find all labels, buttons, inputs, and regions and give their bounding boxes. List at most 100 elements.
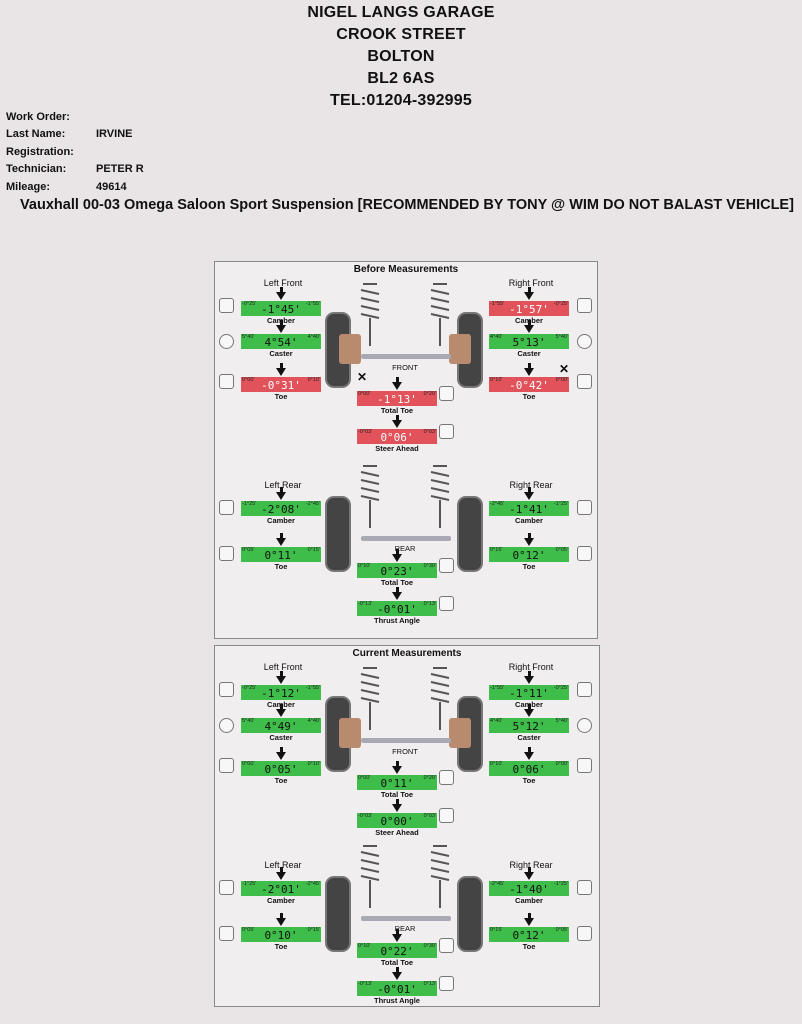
before-rear-left-wheel-icon xyxy=(325,496,351,572)
current-total-toe-gauge-caption: Total Toe xyxy=(380,790,414,799)
before-left-front-label: Left Front xyxy=(263,278,303,288)
before-rf-toe-gauge-pointer-icon xyxy=(524,363,534,376)
current-lf-camber-gauge-bar: -0°25' -1°55' -1°12' xyxy=(241,685,321,700)
current-rr-toe-gauge-bar: 0°15' 0°05' 0°12' xyxy=(489,927,569,942)
before-thrust-angle-gauge-value: -0°01' xyxy=(377,603,417,616)
before-rear-total-toe-gauge-pointer-icon xyxy=(392,549,402,562)
before-rr-toe-gauge-value: 0°12' xyxy=(512,549,546,562)
before-lr-camber-gauge-pointer-icon xyxy=(276,487,286,500)
before-lr-camber-gauge-caption: Camber xyxy=(267,516,295,525)
before-rear-total-toe-gauge: 0°10' 0°30' 0°23' Total Toe xyxy=(357,549,437,587)
current-lr-camber-gauge-max: -2°45' xyxy=(305,881,320,887)
current-lf-toe-icon xyxy=(219,758,234,773)
current-right-rear-label: Right Rear xyxy=(509,860,553,870)
current-lf-camber-gauge-min: -0°25' xyxy=(242,685,257,691)
before-rf-caster-icon xyxy=(577,334,592,349)
current-total-toe-gauge-pointer-icon xyxy=(392,761,402,774)
before-lr-toe-gauge-min: 0°05' xyxy=(242,547,255,553)
current-lr-toe-gauge-bar: 0°05' 0°15' 0°10' xyxy=(241,927,321,942)
before-rf-caster-gauge-value: 5°13' xyxy=(512,336,546,349)
current-steer-ahead-gauge-bar: -0°03' 0°03' 0°00' xyxy=(357,813,437,828)
info-row-mileage: Mileage:49614 xyxy=(6,180,127,193)
before-rf-caster-gauge-min: 4°40' xyxy=(490,334,503,340)
before-rf-toe-gauge-bar: 0°10' 0°00' -0°42' xyxy=(489,377,569,392)
current-rear-total-toe-gauge-caption: Total Toe xyxy=(380,958,414,967)
before-front-left-strut-icon xyxy=(360,283,380,346)
before-lf-toe-fail-icon: ✕ xyxy=(357,370,368,384)
before-lf-caster-gauge-min: 5°40' xyxy=(242,334,255,340)
before-total-toe-gauge-pointer-icon xyxy=(392,377,402,390)
current-rr-camber-gauge-pointer-icon xyxy=(524,867,534,880)
before-rear-left-strut-icon xyxy=(360,465,380,528)
current-rr-camber-gauge-value: -1°40' xyxy=(509,883,549,896)
current-lf-caster-icon xyxy=(219,718,234,733)
before-rf-camber-gauge-min: -1°55' xyxy=(490,301,505,307)
vehicle-title: Vauxhall 00-03 Omega Saloon Sport Suspen… xyxy=(20,197,794,213)
current-lf-caster-gauge-bar: 5°40' 4°40' 4°49' xyxy=(241,718,321,733)
current-lf-caster-gauge-pointer-icon xyxy=(276,704,286,717)
before-front-right-strut-icon xyxy=(430,283,450,346)
before-rear-total-toe-gauge-min: 0°10' xyxy=(358,563,371,569)
before-lf-camber-gauge-bar: -0°25' -1°55' -1°45' xyxy=(241,301,321,316)
before-lr-toe-icon xyxy=(219,546,234,561)
current-steer-ahead-gauge-value: 0°00' xyxy=(380,815,414,828)
current-rear-total-toe-gauge-max: 0°30' xyxy=(423,943,436,949)
current-rf-caster-gauge-value: 5°12' xyxy=(512,720,546,733)
current-rr-camber-icon xyxy=(577,880,592,895)
current-rear-total-toe-gauge-min: 0°10' xyxy=(358,943,371,949)
before-lr-camber-icon xyxy=(219,500,234,515)
before-rear-right-strut-icon xyxy=(430,465,450,528)
before-rear-label: REAR xyxy=(394,544,416,553)
info-row-work-order: Work Order: xyxy=(6,110,70,123)
before-total-toe-gauge-min: 0°00' xyxy=(358,391,371,397)
before-rf-camber-icon xyxy=(577,298,592,313)
current-total-toe-icon xyxy=(439,770,454,785)
garage-phone: TEL:01204-392995 xyxy=(330,92,472,109)
before-front-label: FRONT xyxy=(392,363,418,372)
before-front-axle-icon xyxy=(361,354,451,359)
before-rr-camber-gauge-caption: Camber xyxy=(515,516,543,525)
current-lf-toe-gauge-bar: 0°00' 0°10' 0°05' xyxy=(241,761,321,776)
before-rear-total-toe-gauge-max: 0°30' xyxy=(423,563,436,569)
current-total-toe-gauge: 0°00' 0°20' 0°11' Total Toe xyxy=(357,761,437,799)
current-rf-toe-gauge-bar: 0°10' 0°00' 0°06' xyxy=(489,761,569,776)
current-thrust-angle-gauge-caption: Thrust Angle xyxy=(374,996,420,1005)
before-lr-camber-gauge-value: -2°08' xyxy=(261,503,301,516)
garage-header: NIGEL LANGS GARAGE CROOK STREET BOLTON B… xyxy=(0,2,802,112)
current-rf-caster-gauge-max: 5°40' xyxy=(555,718,568,724)
current-thrust-angle-gauge-max: 0°13' xyxy=(423,981,436,987)
before-rf-camber-gauge-max: -0°25' xyxy=(553,301,568,307)
current-rr-camber-gauge-min: -2°45' xyxy=(490,881,505,887)
before-lf-toe-gauge: 0°00' 0°10' -0°31' Toe xyxy=(241,363,321,401)
current-rf-caster-gauge-caption: Caster xyxy=(517,733,541,742)
current-thrust-angle-gauge-bar: -0°13' 0°13' -0°01' xyxy=(357,981,437,996)
current-lf-caster-gauge-max: 4°40' xyxy=(307,718,320,724)
current-rr-camber-gauge-bar: -2°45' -1°25' -1°40' xyxy=(489,881,569,896)
current-lf-caster-gauge: 5°40' 4°40' 4°49' Caster xyxy=(241,704,321,742)
current-rf-camber-gauge-pointer-icon xyxy=(524,671,534,684)
before-rear-total-toe-icon xyxy=(439,558,454,573)
before-rr-camber-gauge: -2°45' -1°25' -1°41' Camber xyxy=(489,487,569,525)
current-rr-toe-gauge-value: 0°12' xyxy=(512,929,546,942)
current-lr-toe-gauge-value: 0°10' xyxy=(264,929,298,942)
current-rear-total-toe-gauge: 0°10' 0°30' 0°22' Total Toe xyxy=(357,929,437,967)
before-rf-toe-gauge-max: 0°00' xyxy=(555,377,568,383)
current-rf-camber-gauge-min: -1°55' xyxy=(490,685,505,691)
before-lf-camber-gauge-min: -0°25' xyxy=(242,301,257,307)
before-lf-toe-gauge-value: -0°31' xyxy=(261,379,301,392)
info-row-last-name: Last Name:IRVINE xyxy=(6,128,133,141)
before-lr-toe-gauge: 0°05' 0°15' 0°11' Toe xyxy=(241,533,321,571)
before-rf-caster-gauge-pointer-icon xyxy=(524,320,534,333)
current-thrust-angle-icon xyxy=(439,976,454,991)
current-lr-toe-gauge-max: 0°15' xyxy=(307,927,320,933)
current-lr-toe-gauge: 0°05' 0°15' 0°10' Toe xyxy=(241,913,321,951)
info-row-technician: Technician:PETER R xyxy=(6,163,144,176)
before-steer-ahead-gauge-value: 0°06' xyxy=(380,431,414,444)
before-lf-caster-gauge-max: 4°40' xyxy=(307,334,320,340)
before-rear-total-toe-gauge-bar: 0°10' 0°30' 0°23' xyxy=(357,563,437,578)
before-rr-toe-gauge-min: 0°15' xyxy=(490,547,503,553)
before-rf-camber-gauge-value: -1°57' xyxy=(509,303,549,316)
current-lf-camber-gauge-value: -1°12' xyxy=(261,687,301,700)
current-steer-ahead-gauge-max: 0°03' xyxy=(423,813,436,819)
